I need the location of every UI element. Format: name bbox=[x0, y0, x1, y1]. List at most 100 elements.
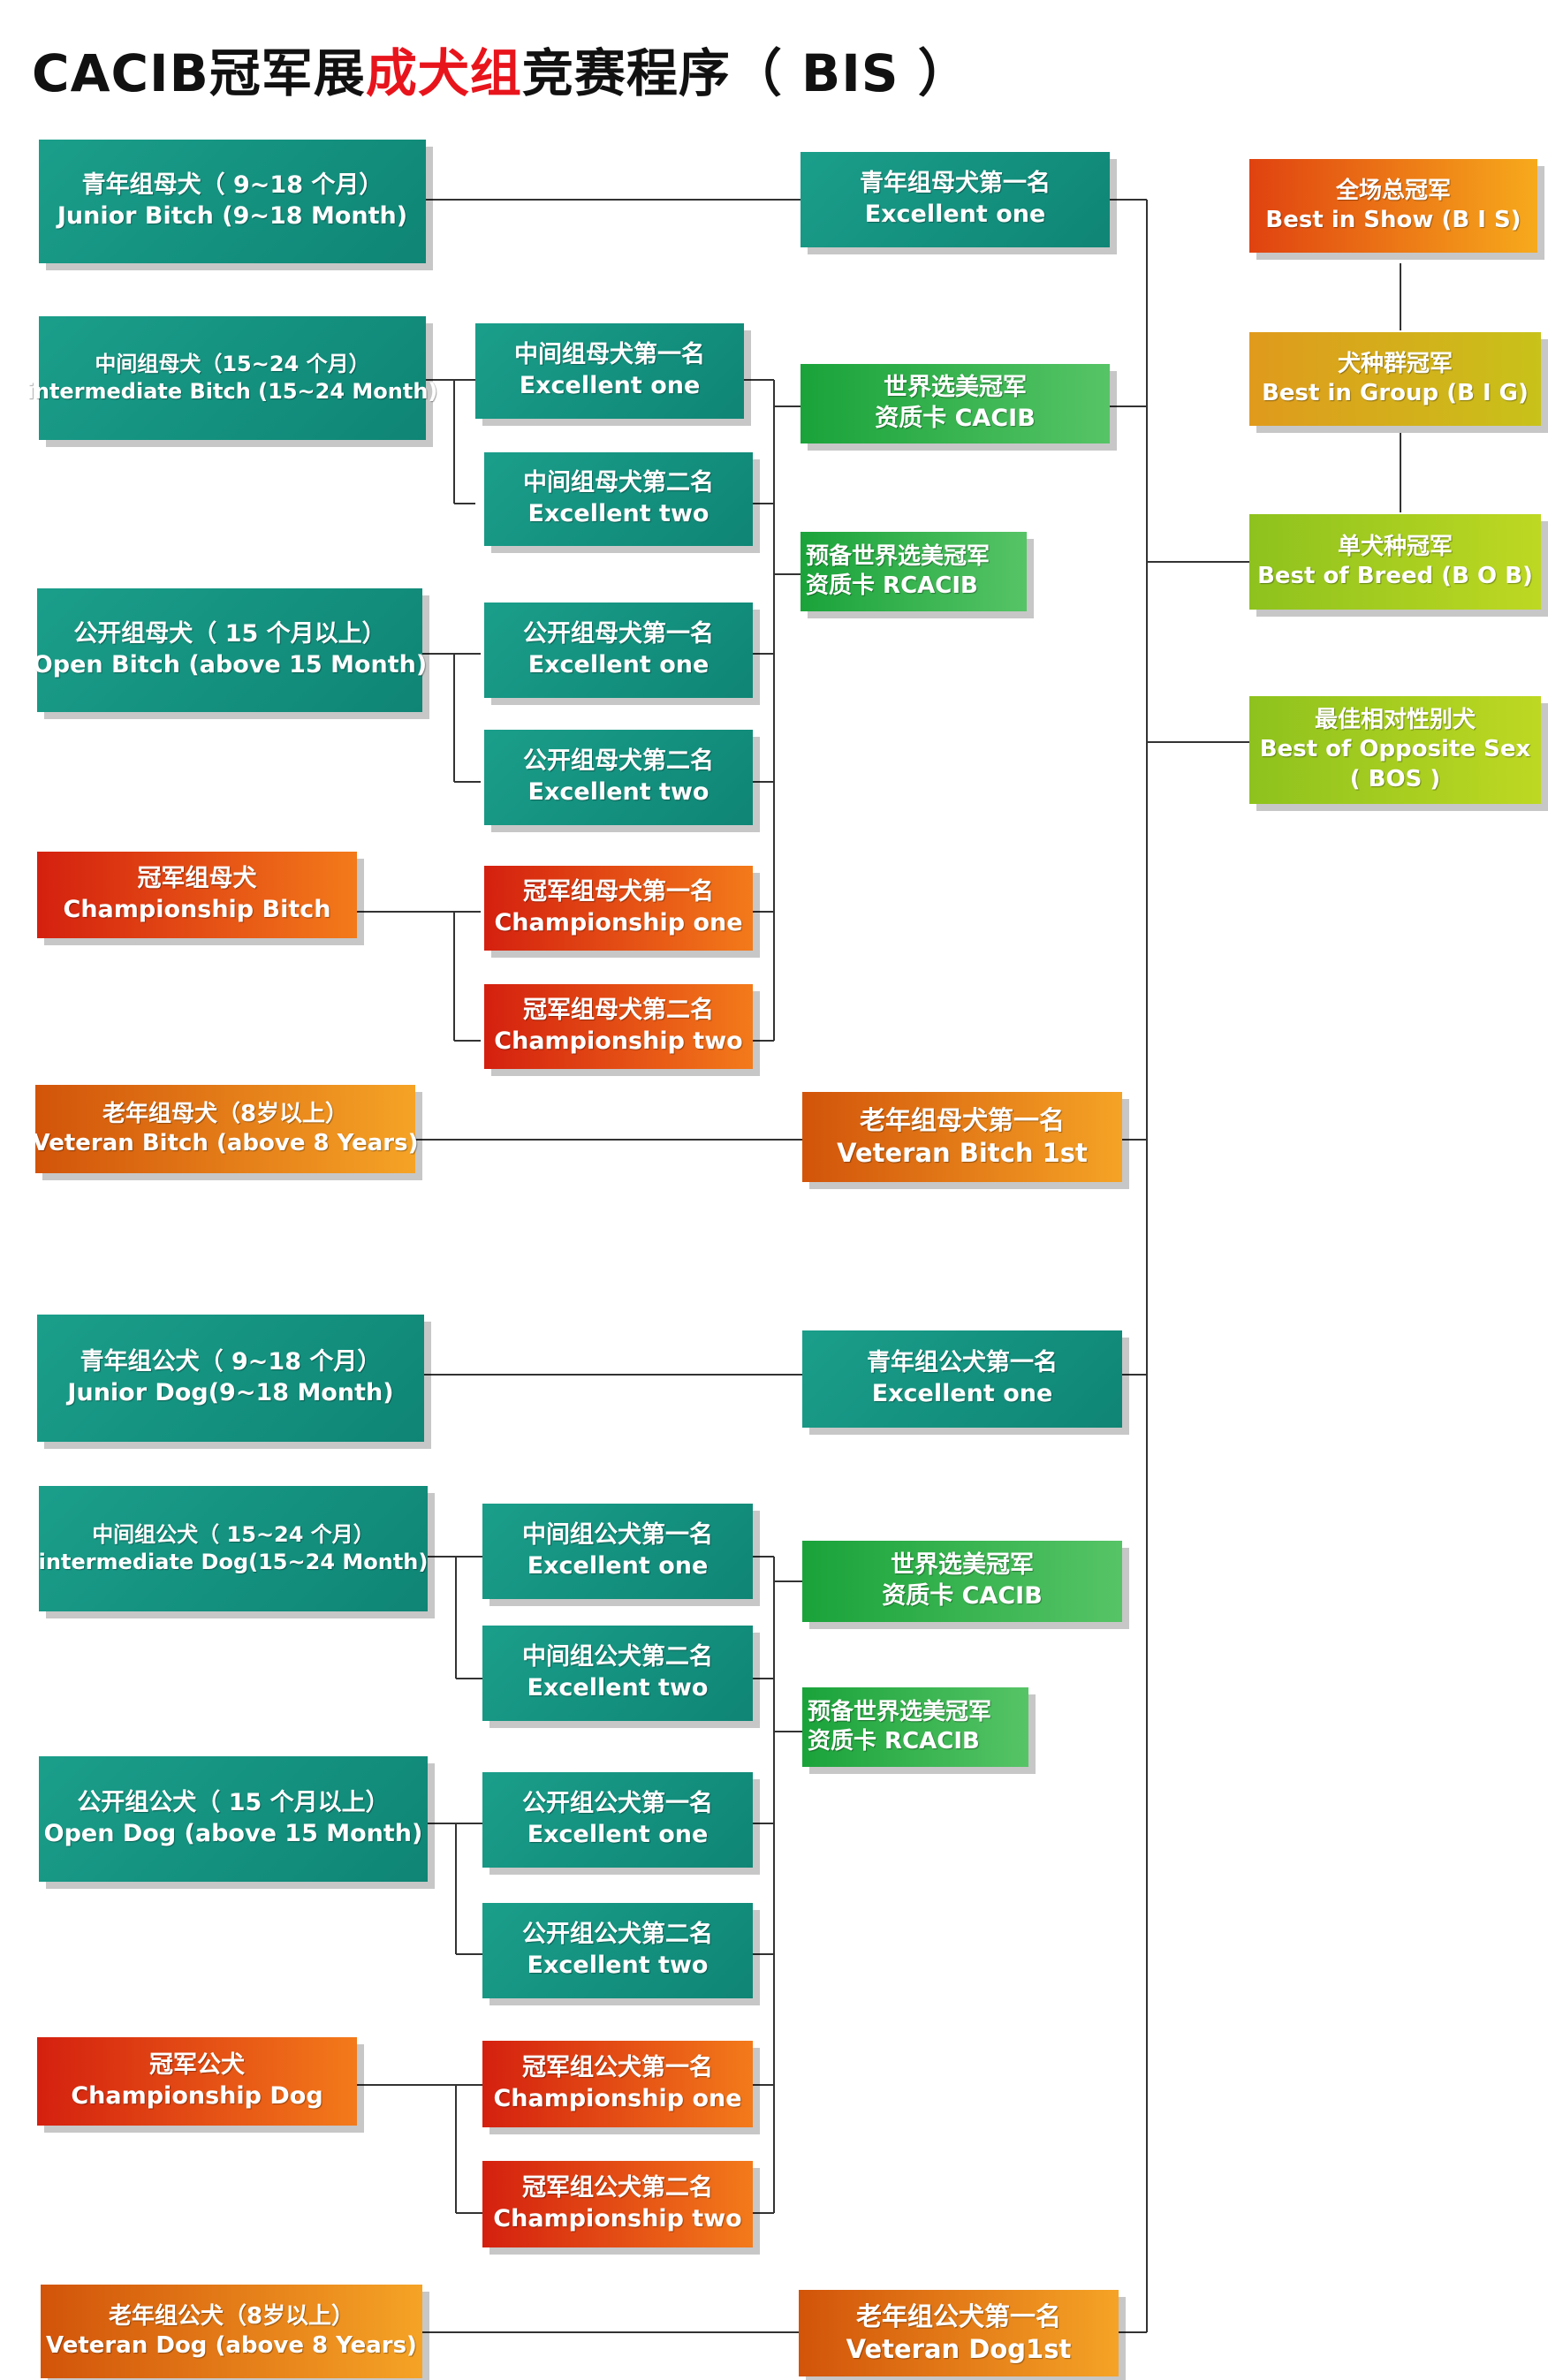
box-label-en: Excellent one bbox=[527, 651, 710, 678]
box-label-cn: 单犬种冠军 bbox=[1337, 533, 1453, 560]
box-label-en: Open Dog (above 15 Month) bbox=[43, 1820, 423, 1847]
box-label-en: Veteran Bitch (above 8 Years) bbox=[32, 1130, 419, 1156]
box-label-en: Junior Dog(9~18 Month) bbox=[67, 1379, 394, 1406]
box-label-cn: 老年组公犬第一名 bbox=[855, 2300, 1061, 2331]
intermediate-bitch-2nd: 中间组母犬第二名 Excellent two bbox=[484, 452, 753, 546]
box-label-en: Best in Group (B I G) bbox=[1262, 380, 1529, 406]
box-label-en: Best of Opposite Sex bbox=[1259, 736, 1531, 763]
junior-bitch-1st: 青年组母犬第一名 Excellent one bbox=[801, 152, 1110, 247]
box-label-cn: 老年组母犬第一名 bbox=[859, 1104, 1065, 1135]
box-label-cn: 中间组公犬第二名 bbox=[522, 1643, 713, 1671]
intermediate-bitch-class: 中间组母犬（15~24 个月） intermediate Bitch (15~2… bbox=[27, 316, 437, 440]
junior-dog-1st: 青年组公犬第一名 Excellent one bbox=[802, 1330, 1122, 1428]
box-label-cn: 犬种群冠军 bbox=[1337, 350, 1453, 377]
title-highlight: 成犬组 bbox=[365, 43, 522, 103]
box-label-cn: 最佳相对性别犬 bbox=[1314, 707, 1476, 734]
box-label-cn: 冠军组母犬第一名 bbox=[523, 878, 714, 906]
box-label-en: Veteran Dog1st bbox=[846, 2334, 1072, 2364]
box-label-cn: 中间组母犬第二名 bbox=[523, 469, 714, 497]
intermediate-dog-1st: 中间组公犬第一名 Excellent one bbox=[482, 1504, 753, 1599]
box-label-cn: 公开组公犬第一名 bbox=[522, 1790, 713, 1818]
best-of-breed: 单犬种冠军 Best of Breed (B O B) bbox=[1249, 514, 1541, 610]
box-label-cn: 青年组公犬（ 9~18 个月） bbox=[80, 1348, 382, 1376]
box-label-en: 资质卡 RCACIB bbox=[808, 1728, 980, 1755]
box-label-cn: 青年组母犬（ 9~18 个月） bbox=[81, 171, 383, 200]
box-label-cn: 冠军公犬 bbox=[149, 2051, 245, 2080]
intermediate-dog-2nd: 中间组公犬第二名 Excellent two bbox=[482, 1626, 753, 1721]
box-label-cn: 公开组公犬（ 15 个月以上） bbox=[77, 1789, 390, 1817]
championship-dog-1st: 冠军组公犬第一名 Championship one bbox=[482, 2041, 753, 2127]
box-label-cn: 公开组母犬第一名 bbox=[523, 620, 714, 648]
box-label-cn: 青年组公犬第一名 bbox=[867, 1349, 1058, 1377]
box-label-cn: 中间组母犬第一名 bbox=[514, 341, 705, 369]
championship-dog-2nd: 冠军组公犬第二名 Championship two bbox=[482, 2161, 753, 2247]
box-label-en: Excellent two bbox=[527, 1674, 709, 1702]
box-label-en: Championship Bitch bbox=[63, 896, 331, 923]
box-label-en: Veteran Dog (above 8 Years) bbox=[46, 2332, 417, 2359]
intermediate-dog-class: 中间组公犬（ 15~24 个月） intermediate Dog(15~24 … bbox=[39, 1486, 428, 1611]
box-label-cn: 冠军组公犬第一名 bbox=[522, 2054, 713, 2082]
best-in-show: 全场总冠军 Best in Show (B I S) bbox=[1249, 159, 1537, 253]
best-of-opposite-sex: 最佳相对性别犬 Best of Opposite Sex ( BOS ) bbox=[1249, 696, 1541, 804]
box-label-en: Championship two bbox=[494, 1027, 743, 1055]
rcacib-bitch-card: 预备世界选美冠军 资质卡 RCACIB bbox=[801, 532, 1027, 611]
championship-bitch-2nd: 冠军组母犬第二名 Championship two bbox=[484, 984, 753, 1069]
veteran-bitch-1st: 老年组母犬第一名 Veteran Bitch 1st bbox=[802, 1092, 1122, 1182]
box-label-en: 资质卡 RCACIB bbox=[806, 572, 978, 599]
open-dog-1st: 公开组公犬第一名 Excellent one bbox=[482, 1772, 753, 1868]
box-label-cn: 青年组母犬第一名 bbox=[860, 170, 1051, 198]
open-bitch-2nd: 公开组母犬第二名 Excellent two bbox=[484, 730, 753, 825]
title-prefix: CACIB冠军展 bbox=[32, 43, 366, 103]
box-label-cn: 全场总冠军 bbox=[1335, 177, 1451, 204]
box-label-cn: 冠军组母犬第二名 bbox=[523, 997, 714, 1025]
box-label-en: Excellent one bbox=[519, 372, 701, 399]
box-label-cn: 中间组公犬（ 15~24 个月） bbox=[92, 1522, 375, 1548]
veteran-bitch-class: 老年组母犬（8岁以上） Veteran Bitch (above 8 Years… bbox=[33, 1085, 418, 1173]
box-label-en: Excellent two bbox=[527, 1952, 709, 1979]
box-label-en: 资质卡 CACIB bbox=[875, 405, 1036, 432]
championship-bitch-class: 冠军组母犬 Championship Bitch bbox=[37, 852, 357, 938]
junior-dog-class: 青年组公犬（ 9~18 个月） Junior Dog(9~18 Month) bbox=[37, 1315, 424, 1442]
box-label-en: Best of Breed (B O B) bbox=[1257, 563, 1533, 589]
championship-dog-class: 冠军公犬 Championship Dog bbox=[37, 2037, 357, 2126]
box-label-en: Veteran Bitch 1st bbox=[837, 1138, 1088, 1168]
page-title: CACIB冠军展成犬组竞赛程序（ BIS ） bbox=[32, 32, 970, 106]
box-label-en: Excellent one bbox=[871, 1380, 1053, 1407]
box-label-en: Excellent one bbox=[527, 1552, 709, 1580]
open-dog-class: 公开组公犬（ 15 个月以上） Open Dog (above 15 Month… bbox=[39, 1756, 428, 1882]
box-label-en: Excellent two bbox=[527, 778, 710, 806]
box-label-abbr: ( BOS ) bbox=[1349, 765, 1441, 792]
box-label-cn: 公开组公犬第二名 bbox=[522, 1921, 713, 1949]
box-label-cn: 中间组公犬第一名 bbox=[522, 1521, 713, 1550]
title-suffix: 竞赛程序（ BIS ） bbox=[521, 43, 970, 103]
junior-bitch-class: 青年组母犬（ 9~18 个月） Junior Bitch (9~18 Month… bbox=[39, 140, 426, 263]
cacib-bitch-card: 世界选美冠军 资质卡 CACIB bbox=[801, 364, 1110, 443]
veteran-dog-class: 老年组公犬（8岁以上） Veteran Dog (above 8 Years) bbox=[41, 2285, 422, 2378]
box-label-en: Championship one bbox=[493, 2085, 742, 2112]
box-label-en: Best in Show (B I S) bbox=[1265, 207, 1521, 233]
box-label-en: Championship one bbox=[494, 909, 743, 936]
open-bitch-1st: 公开组母犬第一名 Excellent one bbox=[484, 603, 753, 698]
box-label-cn: 预备世界选美冠军 bbox=[806, 542, 990, 570]
box-label-cn: 冠军组公犬第二名 bbox=[522, 2174, 713, 2202]
box-label-en: intermediate Dog(15~24 Month) bbox=[38, 1550, 429, 1574]
box-label-en: Junior Bitch (9~18 Month) bbox=[57, 202, 408, 230]
box-label-en: Championship Dog bbox=[71, 2082, 323, 2110]
box-label-en: 资质卡 CACIB bbox=[882, 1582, 1043, 1610]
box-label-cn: 公开组母犬（ 15 个月以上） bbox=[73, 620, 386, 648]
box-label-en: Excellent one bbox=[527, 1821, 709, 1848]
box-label-cn: 世界选美冠军 bbox=[891, 1551, 1034, 1580]
open-bitch-class: 公开组母犬（ 15 个月以上） Open Bitch (above 15 Mon… bbox=[33, 588, 427, 712]
open-dog-2nd: 公开组公犬第二名 Excellent two bbox=[482, 1903, 753, 1998]
box-label-cn: 世界选美冠军 bbox=[884, 374, 1027, 402]
intermediate-bitch-1st: 中间组母犬第一名 Excellent one bbox=[475, 323, 744, 419]
box-label-cn: 中间组母犬（15~24 个月） bbox=[95, 352, 370, 377]
box-label-cn: 预备世界选美冠军 bbox=[808, 1698, 992, 1725]
best-in-group: 犬种群冠军 Best in Group (B I G) bbox=[1249, 332, 1541, 426]
box-label-en: Championship two bbox=[493, 2205, 742, 2232]
box-label-en: Open Bitch (above 15 Month) bbox=[32, 651, 428, 678]
box-label-en: Excellent one bbox=[864, 201, 1046, 228]
championship-bitch-1st: 冠军组母犬第一名 Championship one bbox=[484, 866, 753, 951]
cacib-dog-card: 世界选美冠军 资质卡 CACIB bbox=[802, 1541, 1122, 1622]
